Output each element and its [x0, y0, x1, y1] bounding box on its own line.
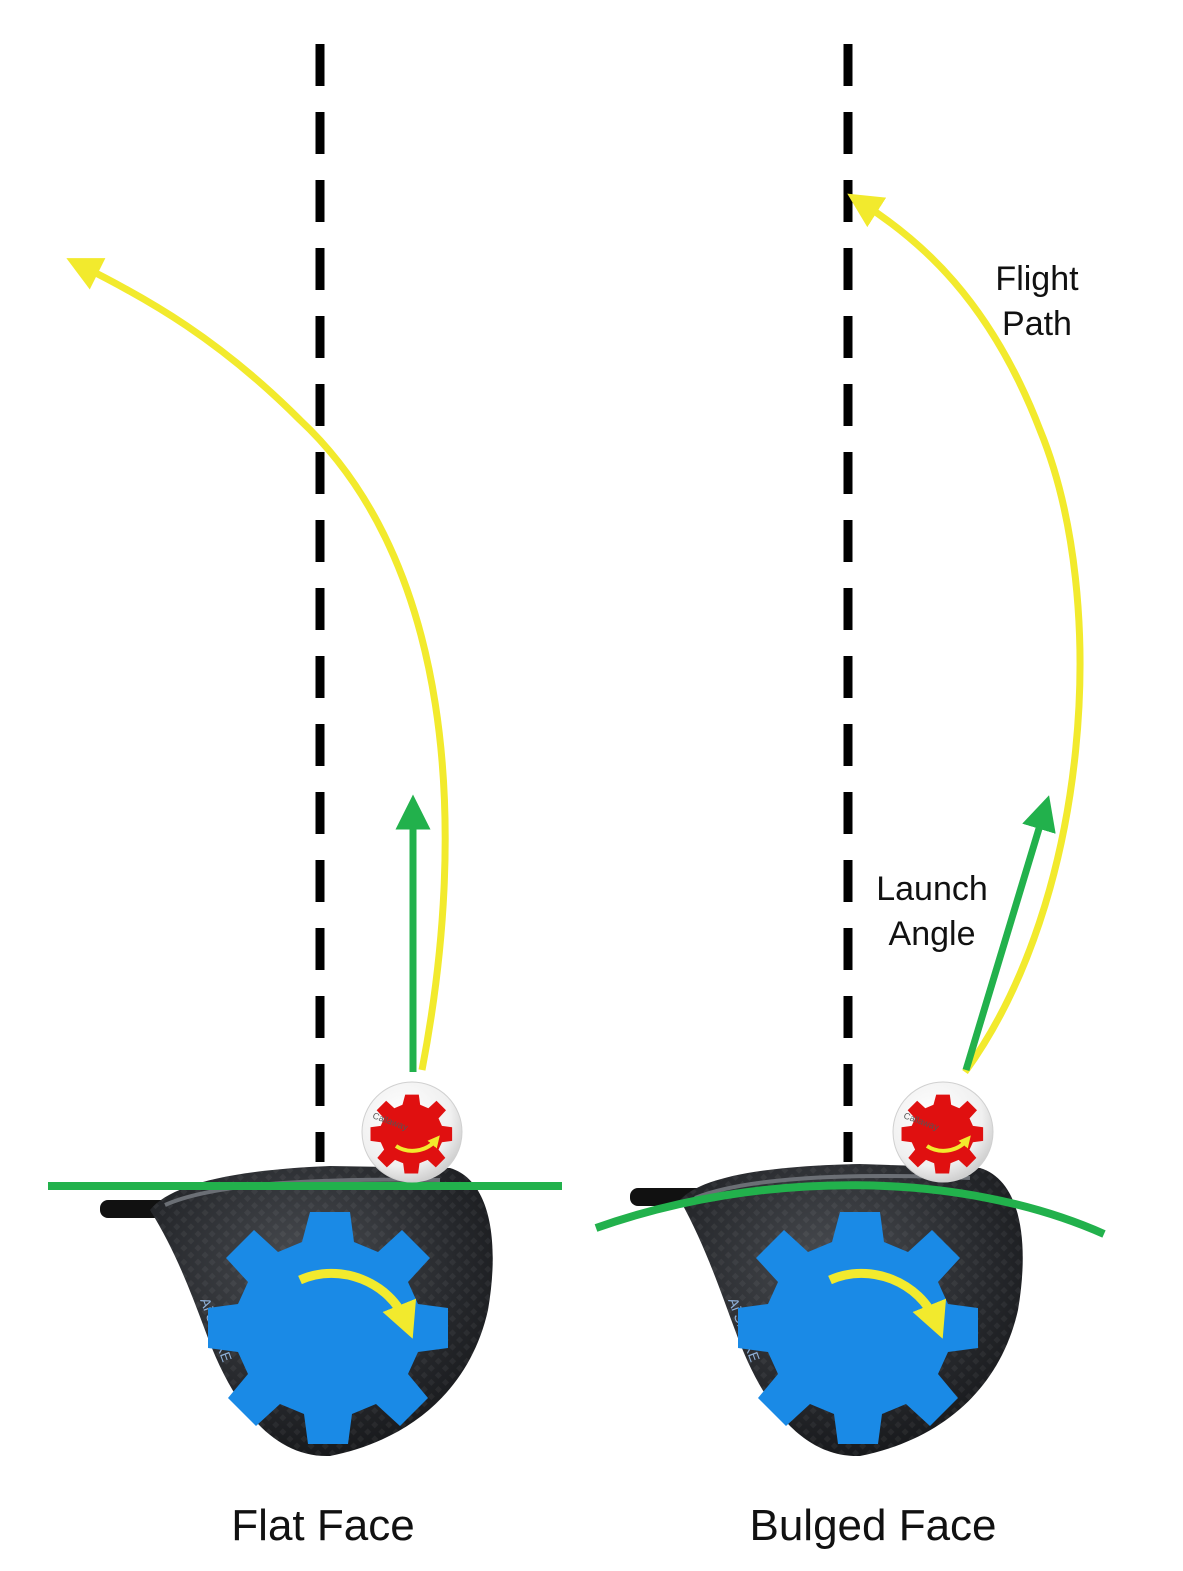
club-gear-icon: [208, 1212, 448, 1444]
launch-angle-label-line1: Launch: [876, 870, 988, 908]
panel-caption: Flat Face: [231, 1501, 414, 1550]
golf-ball: Callaway: [892, 1081, 994, 1183]
launch-angle-arrow: [962, 795, 1056, 1072]
panel-caption: Bulged Face: [749, 1501, 996, 1550]
club-gear-icon: [738, 1212, 978, 1444]
ball-gear-icon: [370, 1094, 453, 1174]
launch-angle-label-line2: Angle: [889, 915, 976, 953]
ball-spin-arrow-icon: [925, 1135, 971, 1153]
face-line-curved: [594, 1181, 1106, 1238]
ball-spin-arrow-icon: [394, 1135, 440, 1153]
flight-path-arrow: [66, 258, 449, 1071]
flight-path-label-line2: Path: [1002, 305, 1072, 343]
rotation-arrow-icon: [828, 1268, 947, 1339]
golf-ball: Callaway: [361, 1081, 463, 1183]
ball-gear-icon: [901, 1094, 984, 1174]
flat-face-panel: Ai SMOKE Callaway Flat Face: [48, 44, 562, 1550]
flight-path-arrow: [847, 193, 1084, 1075]
flight-path-label-line1: Flight: [995, 260, 1079, 298]
rotation-arrow-icon: [298, 1268, 417, 1339]
bulged-face-panel: Ai SMOKE Callaway Flight Path Launch Ang…: [594, 44, 1106, 1550]
